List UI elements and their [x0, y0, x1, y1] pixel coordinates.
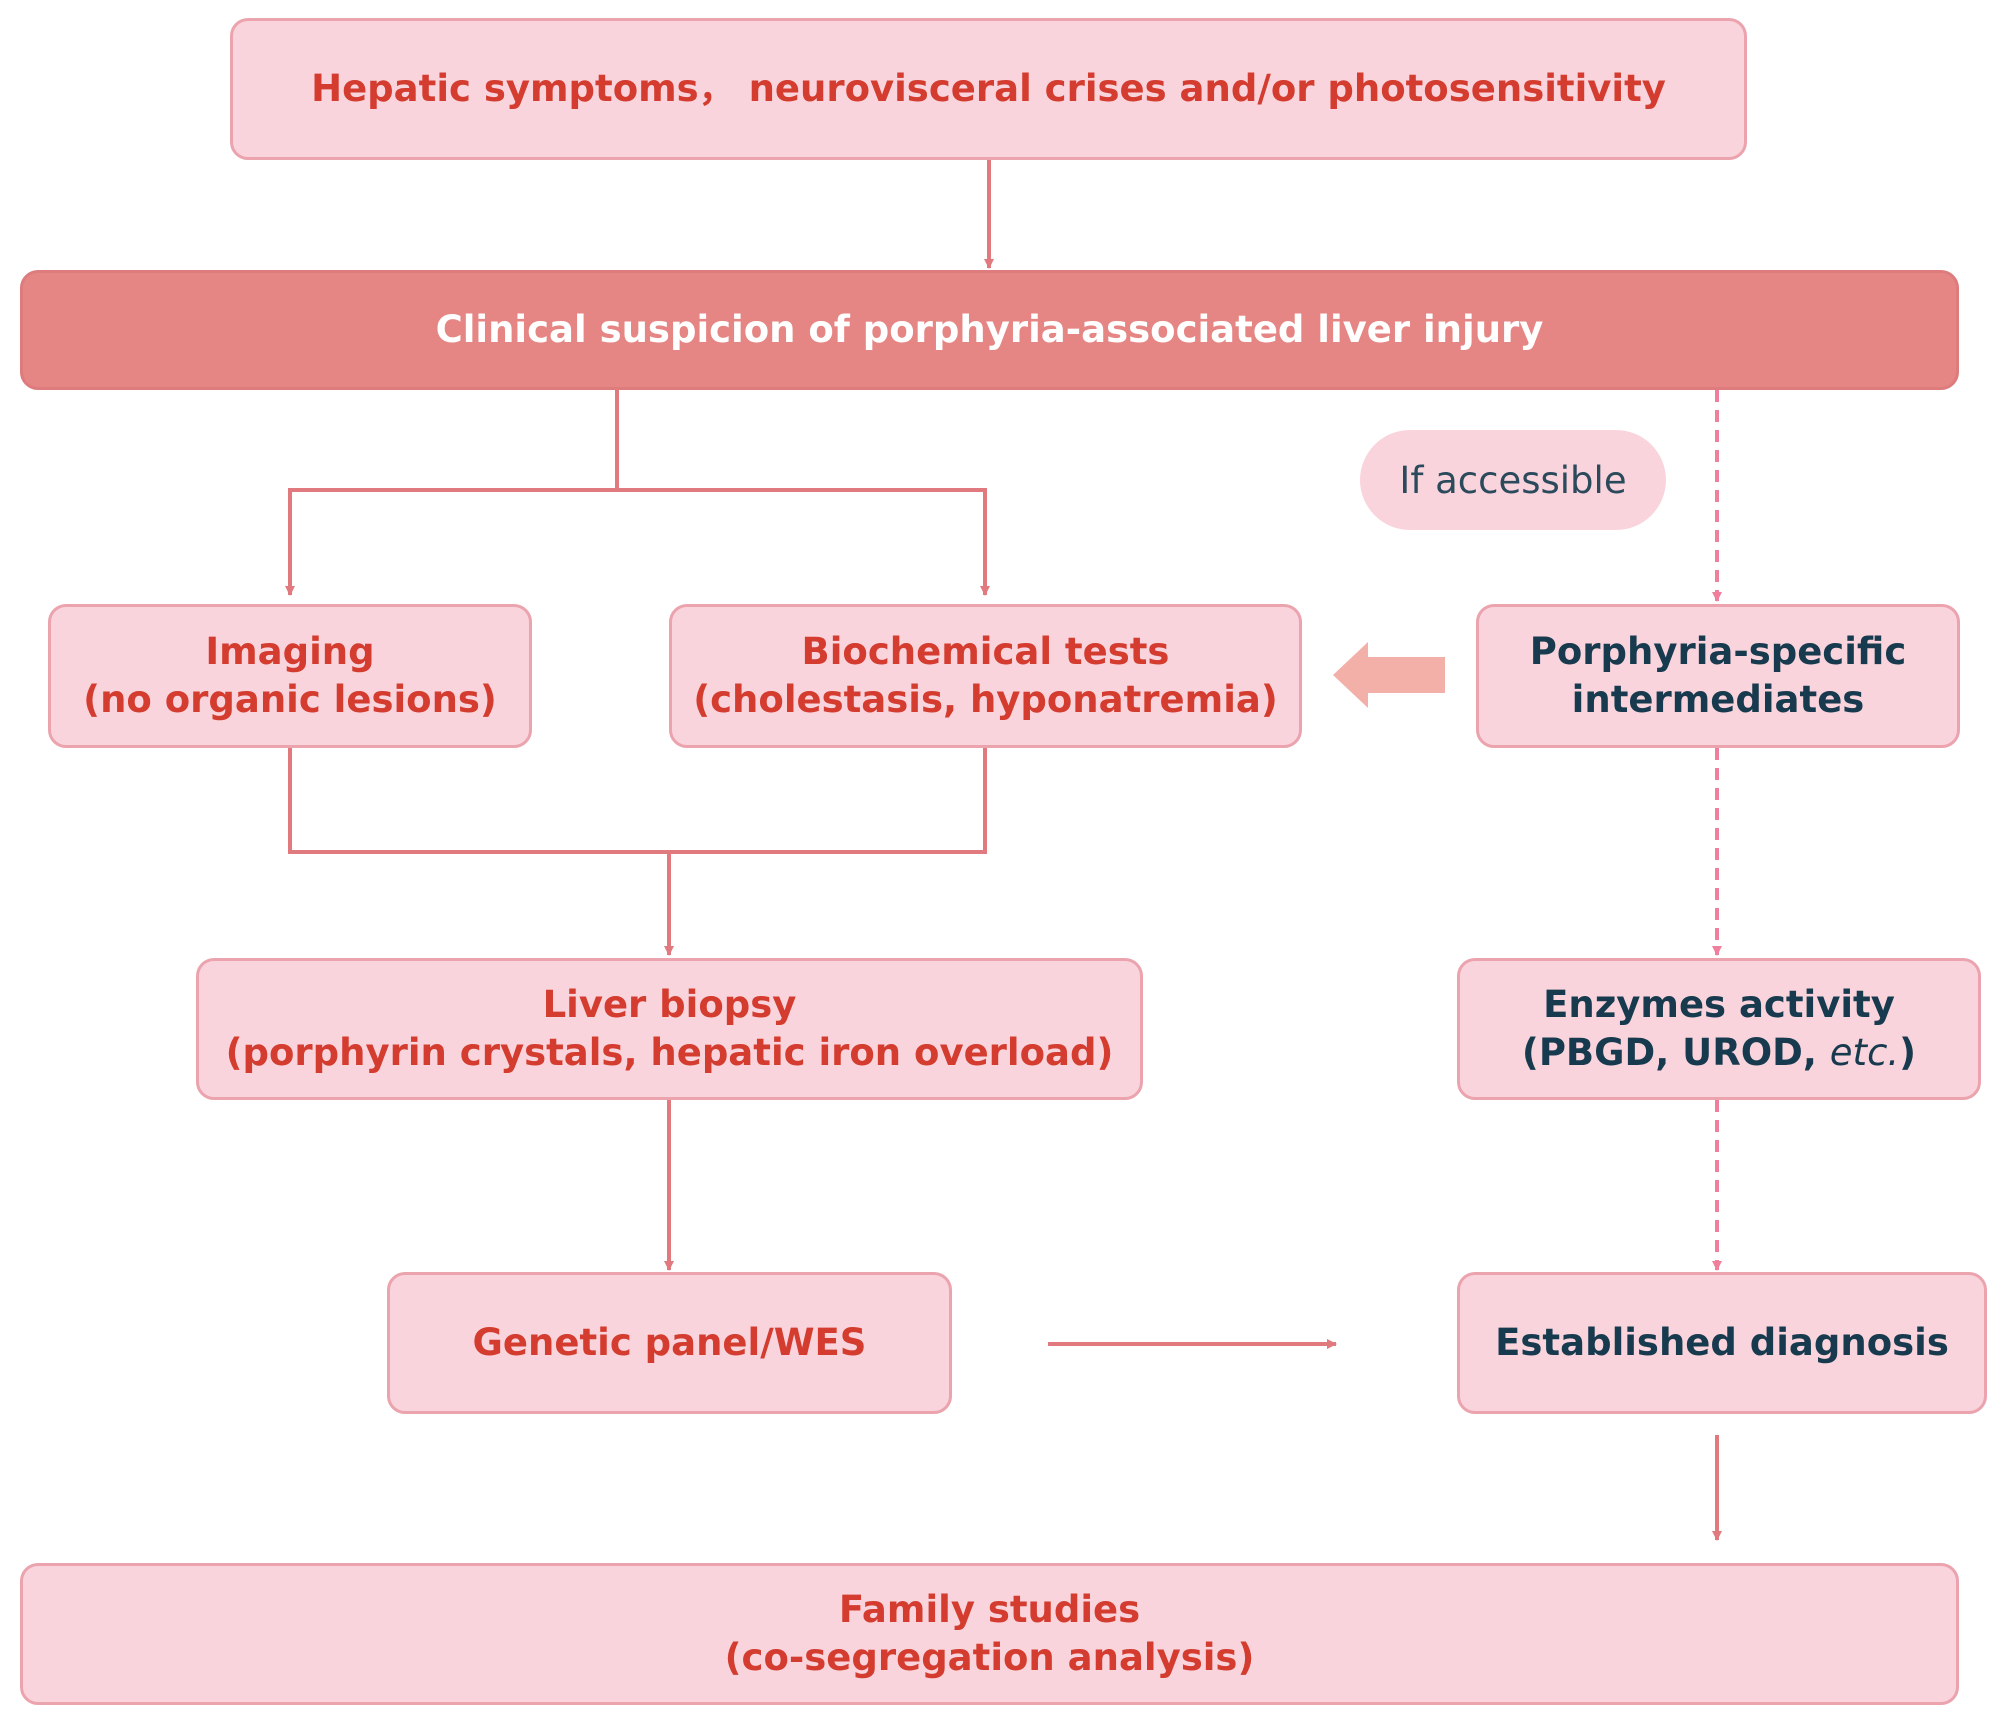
porphyria-intermediates-box: Porphyria-specific intermediates [1476, 604, 1960, 748]
liver-biopsy-box: Liver biopsy (porphyrin crystals, hepati… [196, 958, 1143, 1100]
enzymes-detail: (PBGD, UROD, etc.) [1521, 1031, 1917, 1074]
imaging-title: Imaging [205, 630, 375, 673]
genetic-panel-box: Genetic panel/WES [387, 1272, 952, 1414]
biochemical-title: Biochemical tests [801, 630, 1170, 673]
biopsy-detail: (porphyrin crystals, hepatic iron overlo… [225, 1031, 1114, 1074]
established-diagnosis-text: Established diagnosis [1495, 1321, 1949, 1364]
family-studies-box: Family studies (co-segregation analysis) [20, 1563, 1959, 1705]
intermediates-line-2: intermediates [1571, 678, 1865, 721]
branch-line-to-imaging [285, 390, 619, 596]
branch-line-to-biochemical [617, 488, 990, 596]
established-diagnosis-box: Established diagnosis [1457, 1272, 1987, 1414]
imaging-detail: (no organic lesions) [83, 678, 497, 721]
symptoms-box: Hepatic symptoms， neurovisceral crises a… [230, 18, 1747, 160]
block-arrow-intermediates-to-biochemical [1333, 642, 1445, 708]
enzymes-title: Enzymes activity [1543, 983, 1895, 1026]
if-accessible-label: If accessible [1360, 430, 1666, 530]
symptoms-text: Hepatic symptoms， neurovisceral crises a… [311, 67, 1666, 110]
biochemical-tests-box: Biochemical tests (cholestasis, hyponatr… [669, 604, 1302, 748]
if-accessible-text: If accessible [1399, 458, 1627, 502]
intermediates-line-1: Porphyria-specific [1529, 630, 1907, 673]
biopsy-title: Liver biopsy [542, 983, 797, 1026]
imaging-box: Imaging (no organic lesions) [48, 604, 532, 748]
clinical-suspicion-text: Clinical suspicion of porphyria-associat… [435, 308, 1544, 351]
clinical-suspicion-box: Clinical suspicion of porphyria-associat… [20, 270, 1959, 390]
family-studies-detail: (co-segregation analysis) [724, 1636, 1255, 1679]
enzymes-activity-box: Enzymes activity (PBGD, UROD, etc.) [1457, 958, 1981, 1100]
merge-line-to-biopsy [288, 748, 987, 854]
biochemical-detail: (cholestasis, hyponatremia) [693, 678, 1278, 721]
family-studies-title: Family studies [838, 1588, 1141, 1631]
genetic-panel-text: Genetic panel/WES [472, 1321, 867, 1364]
